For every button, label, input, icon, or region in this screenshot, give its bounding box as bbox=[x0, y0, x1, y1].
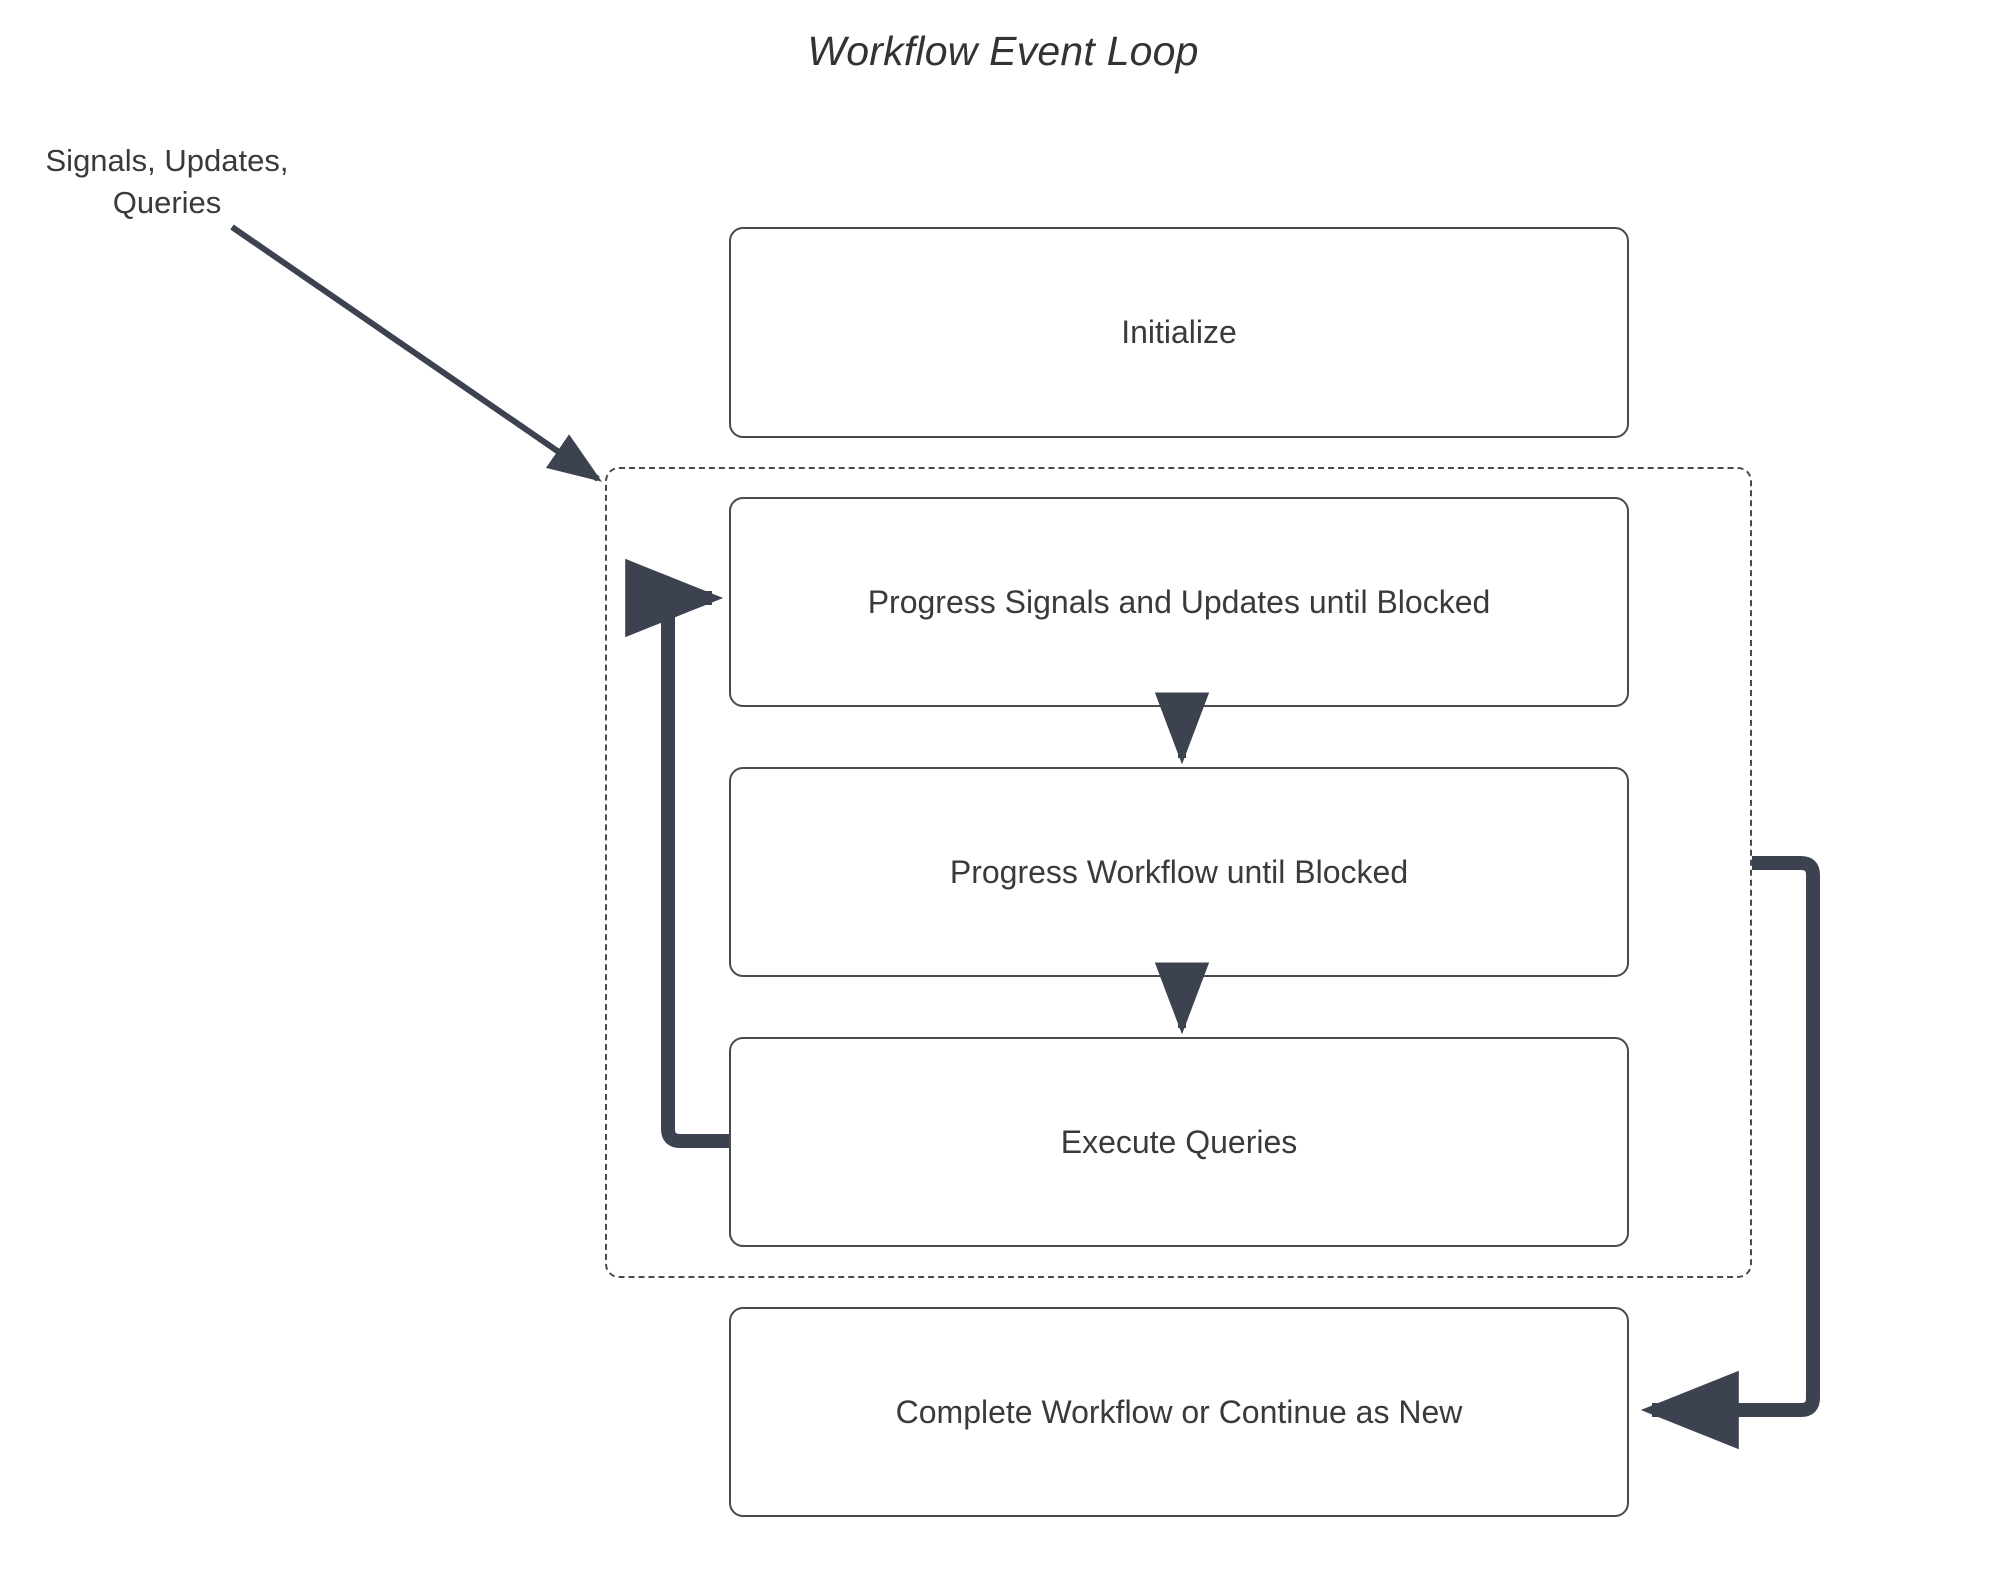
node-progress-signals-label: Progress Signals and Updates until Block… bbox=[867, 583, 1491, 620]
edge-external-to-loop bbox=[230, 224, 602, 482]
node-complete-workflow[interactable]: Complete Workflow or Continue as New bbox=[729, 1307, 1629, 1517]
node-progress-workflow[interactable]: Progress Workflow until Blocked bbox=[729, 767, 1629, 977]
node-progress-signals[interactable]: Progress Signals and Updates until Block… bbox=[729, 497, 1629, 707]
node-execute-queries[interactable]: Execute Queries bbox=[729, 1037, 1629, 1247]
node-complete-workflow-label: Complete Workflow or Continue as New bbox=[895, 1393, 1463, 1430]
node-execute-queries-label: Execute Queries bbox=[1060, 1123, 1298, 1160]
page-title: Workflow Event Loop bbox=[807, 28, 1199, 74]
external-input-label: Signals, Updates, Queries bbox=[45, 143, 289, 220]
node-progress-workflow-label: Progress Workflow until Blocked bbox=[949, 853, 1409, 890]
node-initialize-label: Initialize bbox=[1121, 314, 1237, 350]
node-initialize[interactable]: Initialize bbox=[729, 227, 1629, 438]
